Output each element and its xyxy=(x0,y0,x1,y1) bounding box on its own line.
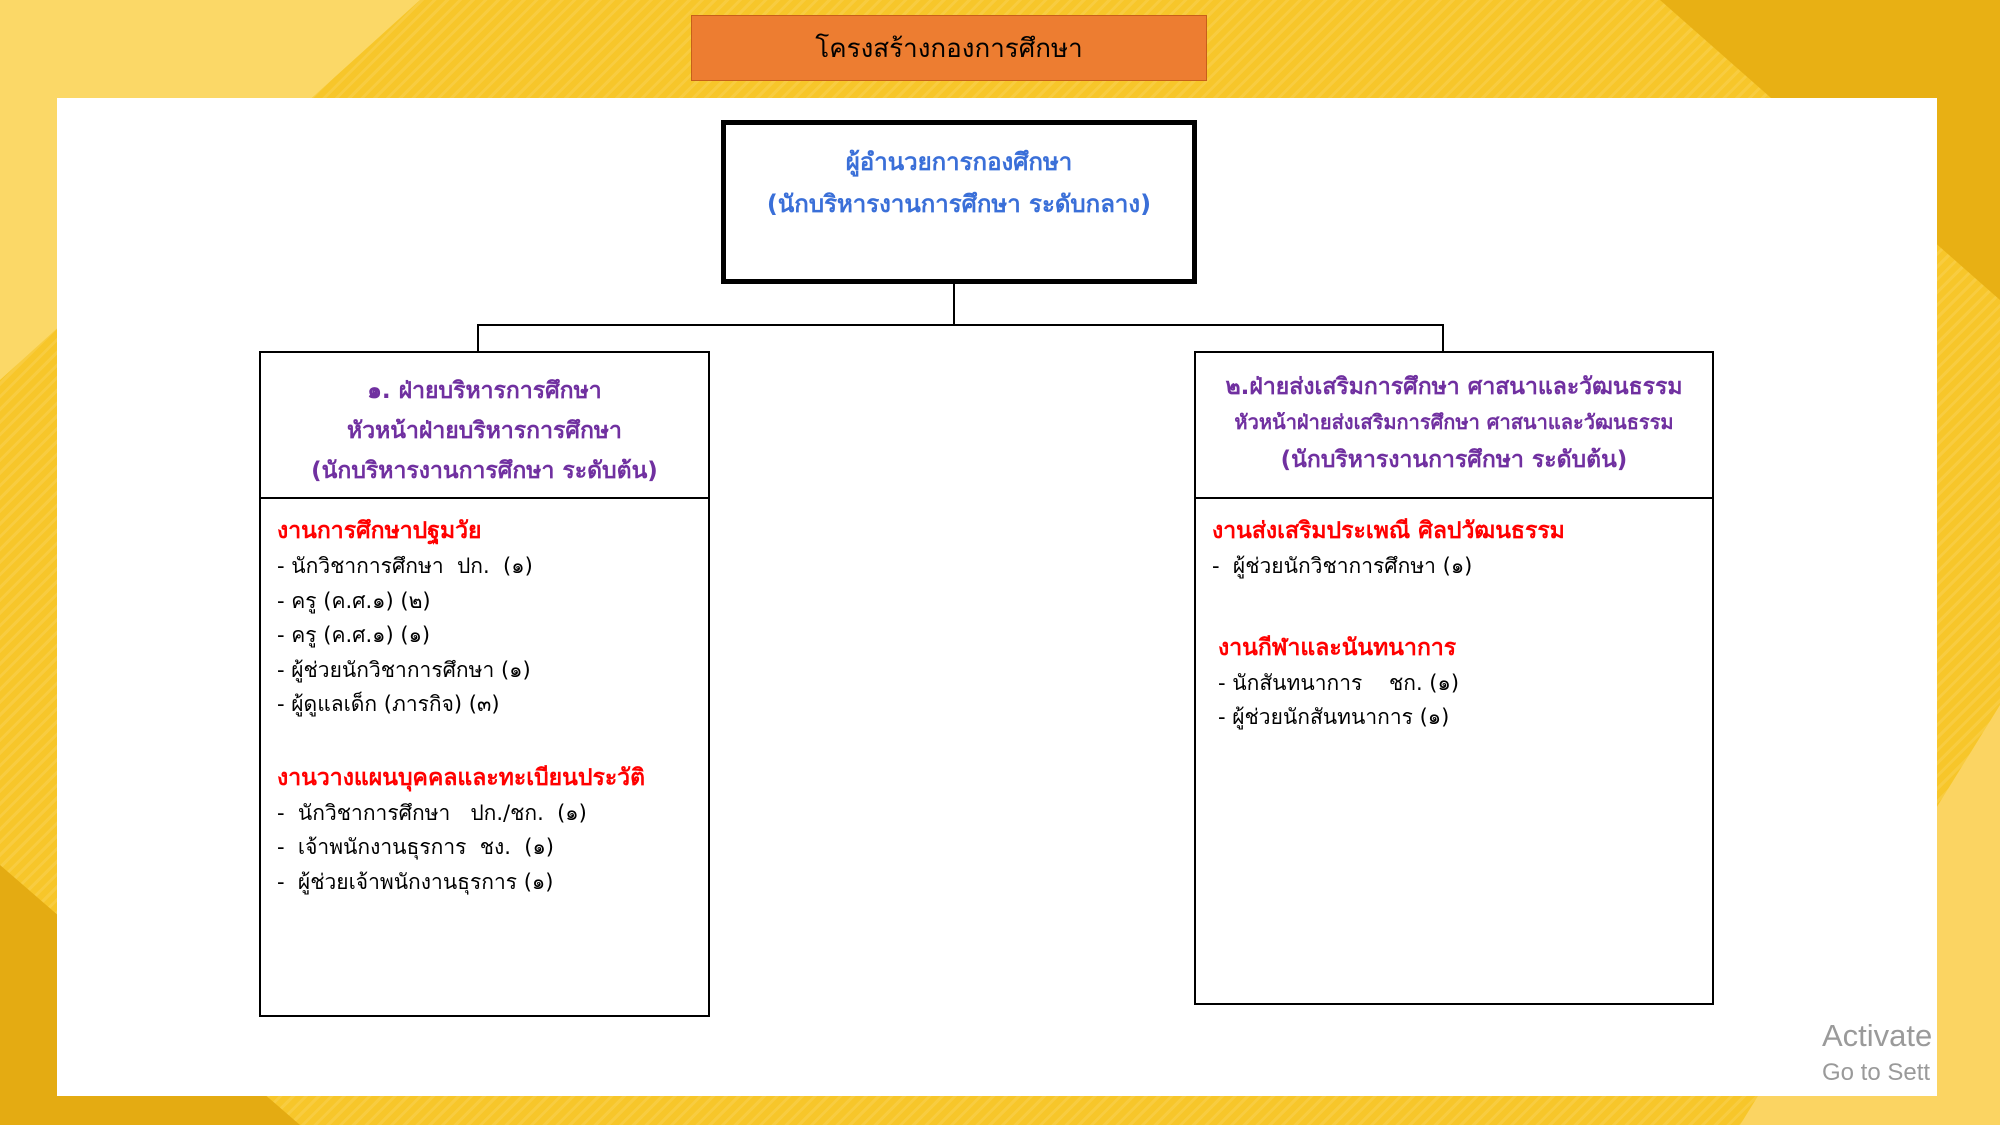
list-item: - ผู้ช่วยเจ้าพนักงานธุรการ (๑) xyxy=(277,869,554,894)
section-title: งานการศึกษาปฐมวัย xyxy=(277,518,482,544)
department-level: (นักบริหารงานการศึกษา ระดับต้น) xyxy=(1280,447,1628,473)
department-head: หัวหน้าฝ่ายส่งเสริมการศึกษา ศาสนาและวัฒน… xyxy=(1234,410,1674,434)
connector-vertical-left xyxy=(477,324,479,352)
department-2-body: งานส่งเสริมประเพณี ศิลปวัฒนธรรม - ผู้ช่ว… xyxy=(1194,497,1714,1005)
list-item: - นักวิชาการศึกษา ปก. (๑) xyxy=(277,554,533,578)
list-item: - ผู้ช่วยนักวิชาการศึกษา (๑) xyxy=(277,657,531,682)
director-box: ผู้อำนวยการกองศึกษา (นักบริหารงานการศึกษ… xyxy=(721,120,1197,284)
list-item: - นักวิชาการศึกษา ปก./ชก. (๑) xyxy=(277,800,587,825)
activation-watermark: Activate Go to Sett xyxy=(1822,1016,1932,1090)
director-title: ผู้อำนวยการกองศึกษา xyxy=(845,148,1073,176)
director-level: (นักบริหารงานการศึกษา ระดับกลาง) xyxy=(766,190,1152,218)
department-title: ๑. ฝ่ายบริหารการศึกษา xyxy=(367,378,602,404)
watermark-line-1: Activate xyxy=(1822,1018,1933,1053)
list-item: - ครู (ค.ศ.๑) (๑) xyxy=(277,623,431,647)
department-title: ๒.ฝ่ายส่งเสริมการศึกษา ศาสนาและวัฒนธรรม xyxy=(1225,374,1683,400)
department-2-header: ๒.ฝ่ายส่งเสริมการศึกษา ศาสนาและวัฒนธรรม … xyxy=(1194,351,1714,499)
connector-vertical-main xyxy=(953,284,955,326)
watermark-line-2: Go to Sett xyxy=(1822,1059,1931,1086)
list-item: - เจ้าพนักงานธุรการ ชง. (๑) xyxy=(277,835,554,859)
department-head: หัวหน้าฝ่ายบริหารการศึกษา xyxy=(347,418,622,444)
list-item: - ครู (ค.ศ.๑) (๒) xyxy=(277,588,431,613)
list-item: - ผู้ช่วยนักสันทนาการ (๑) xyxy=(1218,705,1450,729)
list-item: - นักสันทนาการ ชก. (๑) xyxy=(1218,670,1460,695)
department-level: (นักบริหารงานการศึกษา ระดับต้น) xyxy=(311,458,658,484)
list-item: - ผู้ดูแลเด็ก (ภารกิจ) (๓) xyxy=(277,692,500,716)
department-1-header: ๑. ฝ่ายบริหารการศึกษา หัวหน้าฝ่ายบริหารก… xyxy=(259,351,710,499)
section-title: งานกีฬาและนันทนาการ xyxy=(1218,634,1457,661)
page-title: โครงสร้างกองการศึกษา xyxy=(691,15,1207,81)
connector-vertical-right xyxy=(1442,324,1444,352)
section-title: งานวางแผนบุคคลและทะเบียนประวัติ xyxy=(277,764,646,791)
department-1-body: งานการศึกษาปฐมวัย - นักวิชาการศึกษา ปก. … xyxy=(259,497,710,1017)
list-item: - ผู้ช่วยนักวิชาการศึกษา (๑) xyxy=(1212,554,1473,578)
section-title: งานส่งเสริมประเพณี ศิลปวัฒนธรรม xyxy=(1212,518,1565,544)
connector-horizontal xyxy=(477,324,1444,326)
